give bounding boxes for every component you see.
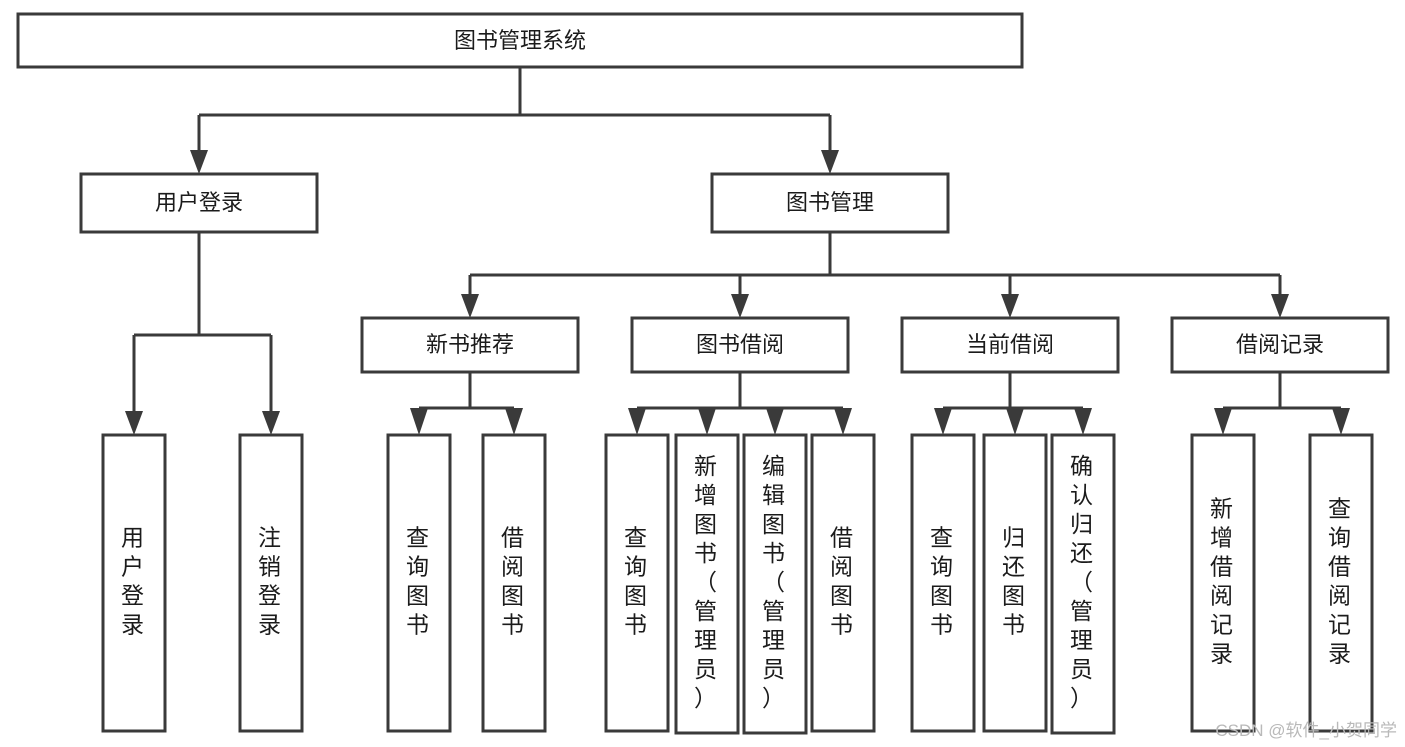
node-borrow-record-box[interactable] — [1170, 316, 1390, 374]
node-leaf-edit-book-admin-label: 编辑图书（管理员） — [762, 453, 788, 711]
arrowhead-leaf-borrow-book-1 — [505, 408, 523, 435]
node-leaf-user-login-label: 用户登录 — [121, 525, 147, 638]
node-leaf-user-login-box[interactable] — [101, 433, 167, 733]
arrowhead-new-book-recommend — [461, 294, 479, 318]
node-root[interactable]: 图书管理系统 — [16, 12, 1024, 69]
node-leaf-query-book-1[interactable]: 查询图书 — [386, 433, 452, 733]
arrowhead-leaf-return-book — [1006, 408, 1024, 435]
arrowhead-leaf-add-book-admin — [698, 408, 716, 435]
node-root-box[interactable] — [16, 12, 1024, 69]
node-new-book-recommend-box[interactable] — [360, 316, 580, 374]
node-leaf-borrow-book-2[interactable]: 借阅图书 — [810, 433, 876, 733]
node-user-login[interactable]: 用户登录 — [79, 172, 319, 234]
node-current-borrow-label: 当前借阅 — [966, 332, 1054, 357]
node-borrow-record-label: 借阅记录 — [1236, 332, 1324, 357]
node-leaf-logout-login-label: 注销登录 — [258, 525, 284, 638]
node-book-borrow[interactable]: 图书借阅 — [630, 316, 850, 374]
node-book-borrow-box[interactable] — [630, 316, 850, 374]
node-leaf-borrow-book-2-box[interactable] — [810, 433, 876, 733]
arrowhead-leaf-borrow-book-2 — [834, 408, 852, 435]
node-leaf-return-book[interactable]: 归还图书 — [982, 433, 1048, 733]
node-leaf-borrow-book-1[interactable]: 借阅图书 — [481, 433, 547, 733]
arrowhead-leaf-query-book-2 — [628, 408, 646, 435]
node-leaf-query-book-3-label: 查询图书 — [930, 525, 956, 638]
node-leaf-query-book-2-label: 查询图书 — [624, 525, 650, 638]
node-leaf-return-book-label: 归还图书 — [1002, 525, 1028, 638]
arrowhead-leaf-query-book-3 — [934, 408, 952, 435]
node-leaf-borrow-book-2-label: 借阅图书 — [830, 525, 856, 638]
node-leaf-query-borrow-record-box[interactable] — [1308, 433, 1374, 733]
node-leaf-query-book-3-box[interactable] — [910, 433, 976, 733]
arrowhead-leaf-add-borrow-record — [1214, 408, 1232, 435]
arrowhead-leaf-query-borrow-record — [1332, 408, 1350, 435]
node-leaf-add-borrow-record-label: 新增借阅记录 — [1210, 496, 1236, 667]
arrowhead-leaf-edit-book-admin — [766, 408, 784, 435]
node-leaf-add-book-admin-box[interactable] — [674, 433, 740, 735]
node-leaf-add-book-admin-label: 新增图书（管理员） — [694, 453, 720, 711]
node-leaf-borrow-book-1-label: 借阅图书 — [501, 525, 527, 638]
connector-layer — [125, 67, 1350, 435]
node-leaf-query-book-2-box[interactable] — [604, 433, 670, 733]
node-leaf-add-book-admin[interactable]: 新增图书（管理员） — [674, 433, 740, 735]
node-leaf-add-borrow-record[interactable]: 新增借阅记录 — [1190, 433, 1256, 733]
node-leaf-query-borrow-record[interactable]: 查询借阅记录 — [1308, 433, 1374, 733]
arrowhead-borrow-record — [1271, 294, 1289, 318]
node-leaf-confirm-return-admin-box[interactable] — [1050, 433, 1116, 735]
node-leaf-logout-login[interactable]: 注销登录 — [238, 433, 304, 733]
node-leaf-confirm-return-admin[interactable]: 确认归还（管理员） — [1050, 433, 1116, 735]
node-leaf-query-book-2[interactable]: 查询图书 — [604, 433, 670, 733]
node-leaf-user-login[interactable]: 用户登录 — [101, 433, 167, 733]
node-leaf-query-book-1-box[interactable] — [386, 433, 452, 733]
node-book-management[interactable]: 图书管理 — [710, 172, 950, 234]
node-leaf-edit-book-admin[interactable]: 编辑图书（管理员） — [742, 433, 808, 735]
node-leaf-return-book-box[interactable] — [982, 433, 1048, 733]
arrowhead-book-borrow — [731, 294, 749, 318]
node-leaf-query-book-1-label: 查询图书 — [406, 525, 432, 638]
node-book-management-box[interactable] — [710, 172, 950, 234]
arrowhead-leaf-logout-login — [262, 411, 280, 435]
node-leaf-logout-login-box[interactable] — [238, 433, 304, 733]
csdn-watermark: CSDN @软件_小贺同学 — [1215, 721, 1397, 740]
node-leaf-query-borrow-record-label: 查询借阅记录 — [1328, 496, 1354, 667]
node-borrow-record[interactable]: 借阅记录 — [1170, 316, 1390, 374]
node-leaf-add-borrow-record-box[interactable] — [1190, 433, 1256, 733]
node-leaf-confirm-return-admin-label: 确认归还（管理员） — [1070, 453, 1096, 711]
node-leaf-query-book-3[interactable]: 查询图书 — [910, 433, 976, 733]
arrowhead-user-login — [190, 150, 208, 174]
arrowhead-current-borrow — [1001, 294, 1019, 318]
node-user-login-label: 用户登录 — [155, 190, 243, 215]
node-leaf-edit-book-admin-box[interactable] — [742, 433, 808, 735]
node-root-label: 图书管理系统 — [454, 28, 586, 53]
node-book-management-label: 图书管理 — [786, 190, 874, 215]
node-current-borrow-box[interactable] — [900, 316, 1120, 374]
node-book-borrow-label: 图书借阅 — [696, 332, 784, 357]
arrowhead-leaf-confirm-return-admin — [1074, 408, 1092, 435]
node-leaf-borrow-book-1-box[interactable] — [481, 433, 547, 733]
arrowhead-leaf-query-book-1 — [410, 408, 428, 435]
node-current-borrow[interactable]: 当前借阅 — [900, 316, 1120, 374]
node-new-book-recommend-label: 新书推荐 — [426, 332, 514, 357]
arrowhead-leaf-user-login — [125, 411, 143, 435]
node-new-book-recommend[interactable]: 新书推荐 — [360, 316, 580, 374]
arrowhead-book-management — [821, 150, 839, 174]
node-user-login-box[interactable] — [79, 172, 319, 234]
